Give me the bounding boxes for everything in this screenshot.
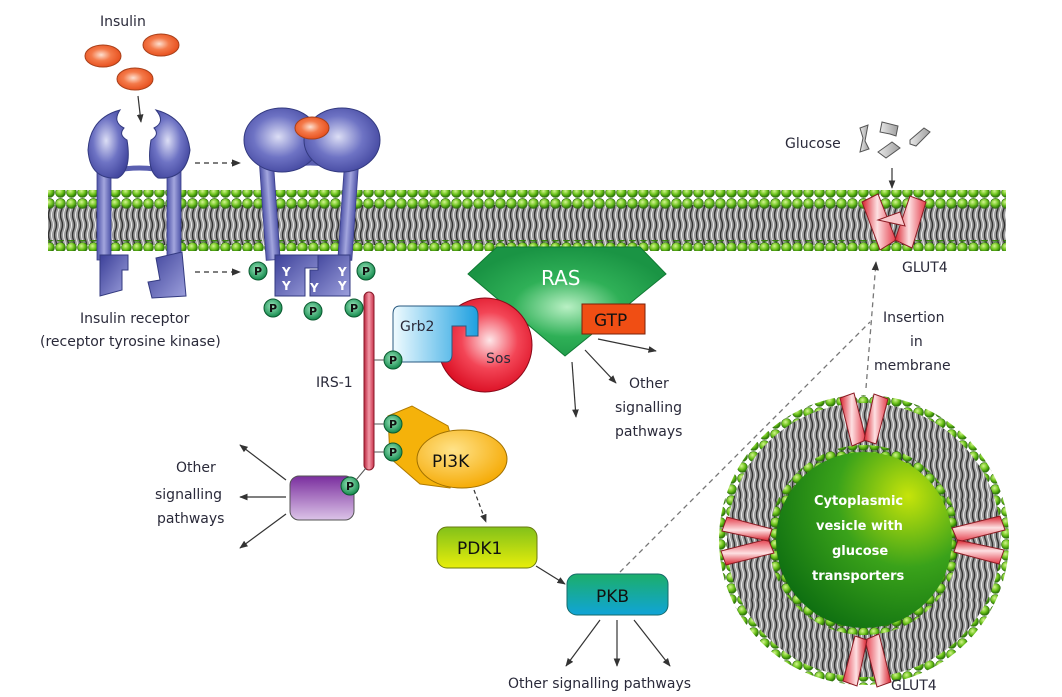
- svg-text:Y: Y: [337, 265, 347, 279]
- glut4-membrane-transporter: [861, 193, 927, 251]
- svg-text:P: P: [350, 302, 358, 315]
- insulin-molecule-icon: [84, 44, 122, 68]
- other-pathways-left-label: signalling: [155, 487, 222, 503]
- insulin-receptor-inactive: [87, 109, 191, 299]
- vesicle-label: vesicle with: [816, 519, 903, 534]
- pkb-label: PKB: [596, 587, 629, 607]
- svg-text:P: P: [389, 354, 397, 367]
- pkb-to-glut4-dashed-line: [619, 321, 871, 573]
- svg-text:P: P: [346, 480, 354, 493]
- phosphate-icon: P: [340, 476, 360, 496]
- grb2-label: Grb2: [400, 319, 434, 335]
- other-pathways-ras-label: Other: [629, 376, 669, 392]
- pkb-box: [566, 573, 669, 616]
- insulin-receptor-active: [243, 107, 381, 297]
- svg-text:P: P: [254, 265, 262, 278]
- irs1-protein: [363, 291, 375, 471]
- pdk1-to-pkb-arrow: [535, 565, 566, 585]
- phosphate-icon: P: [383, 350, 403, 370]
- phosphate-icon: P: [344, 298, 364, 318]
- signal-arrow: [597, 338, 657, 353]
- insertion-label: membrane: [874, 358, 951, 374]
- glucose-icon: [859, 124, 870, 153]
- glucose-molecules: [859, 121, 931, 159]
- insertion-label: in: [910, 334, 923, 350]
- cytoplasmic-vesicle: [719, 395, 1009, 685]
- pdk1-label: PDK1: [457, 539, 502, 559]
- irs1-label: IRS-1: [316, 375, 353, 391]
- pi3k-to-pdk1-arrow: [473, 489, 487, 523]
- glucose-icon: [879, 121, 899, 137]
- vesicle-label: transporters: [812, 569, 904, 584]
- phosphate-icon: P: [263, 298, 283, 318]
- adapter-protein: [289, 475, 355, 521]
- svg-text:Y: Y: [281, 265, 291, 279]
- vesicle-label: glucose: [832, 544, 888, 559]
- ras-protein: [467, 246, 667, 357]
- svg-text:P: P: [362, 265, 370, 278]
- other-pathways-pkb-label: Other signalling pathways: [508, 676, 691, 692]
- glut4-vesicle-transporter: [720, 392, 1006, 688]
- signal-arrow: [239, 513, 287, 549]
- pi3k-protein: [387, 405, 508, 489]
- gtp-box: [581, 303, 646, 335]
- insulin-molecules: [84, 33, 180, 91]
- phosphate-icon: P: [383, 414, 403, 434]
- vesicle-label: Cytoplasmic: [814, 494, 903, 509]
- phosphate-icon: P: [383, 442, 403, 462]
- svg-text:P: P: [269, 302, 277, 315]
- other-pathways-left-label: pathways: [157, 511, 224, 527]
- svg-text:P: P: [309, 305, 317, 318]
- svg-text:P: P: [389, 446, 397, 459]
- glucose-icon: [877, 141, 901, 159]
- insulin-molecule-icon: [116, 67, 154, 91]
- insulin-molecule-icon: [142, 33, 180, 57]
- glucose-label: Glucose: [785, 136, 841, 152]
- insulin-receptor-label: Insulin receptor: [80, 311, 190, 327]
- signal-arrow: [571, 361, 579, 418]
- phosphate-icon: P: [303, 301, 323, 321]
- ras-label: RAS: [541, 266, 580, 290]
- svg-text:P: P: [389, 418, 397, 431]
- insulin-binding-arrow: [136, 95, 144, 123]
- svg-text:Y: Y: [281, 279, 291, 293]
- phosphate-icon: P: [356, 261, 376, 281]
- svg-text:Y: Y: [309, 281, 319, 295]
- other-pathways-left-label: Other: [176, 460, 216, 476]
- glucose-icon: [909, 127, 931, 147]
- signal-arrow: [239, 444, 287, 481]
- other-pathways-ras-label: pathways: [615, 424, 682, 440]
- tyrosine-residues: Y Y Y Y Y: [281, 265, 347, 295]
- gtp-label: GTP: [594, 311, 627, 331]
- receptor-phosphates: P P P P P: [248, 261, 376, 321]
- bound-insulin-icon: [294, 116, 330, 140]
- insulin-receptor-sublabel: (receptor tyrosine kinase): [40, 334, 221, 350]
- signal-arrow: [633, 619, 671, 667]
- signal-arrow: [584, 349, 617, 384]
- sos-label: Sos: [486, 351, 511, 367]
- grb2-protein: [392, 305, 479, 363]
- phosphate-icon: P: [248, 261, 268, 281]
- other-pathways-ras-label: signalling: [615, 400, 682, 416]
- insulin-label: Insulin: [100, 14, 146, 30]
- plasma-membrane: [48, 190, 1006, 251]
- glut4-vesicle-label: GLUT4: [891, 678, 937, 694]
- insertion-arrow: [865, 261, 879, 389]
- glut4-membrane-label: GLUT4: [902, 260, 948, 276]
- pdk1-box: [436, 526, 538, 569]
- insertion-label: Insertion: [883, 310, 944, 326]
- pi3k-label: PI3K: [432, 452, 470, 472]
- svg-text:Y: Y: [337, 279, 347, 293]
- signal-arrow: [565, 619, 601, 667]
